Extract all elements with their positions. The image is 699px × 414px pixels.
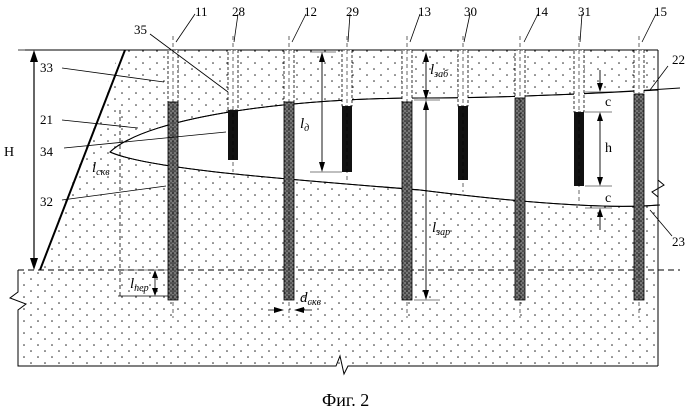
callout-13: 13 [418,4,431,19]
borehole-30 [458,36,468,192]
borehole-13 [402,36,412,318]
borehole-31 [574,36,584,205]
borehole-11 [168,36,178,318]
label-l-skv-sub: скв [96,167,110,178]
callout-11: 11 [195,4,208,19]
callout-21: 21 [40,112,53,127]
callout-12: 12 [304,4,317,19]
callout-23: 23 [672,234,685,249]
callout-14: 14 [535,4,549,19]
label-c-top: c [605,95,611,110]
borehole-12 [284,36,294,318]
borehole-15 [634,36,644,318]
lower-rock-base [18,270,658,366]
callout-15: 15 [654,4,667,19]
callout-33: 33 [40,60,53,75]
borehole-29 [342,36,352,182]
label-l-zar-sub: зар [435,227,450,238]
callout-34: 34 [40,144,54,159]
label-h: h [605,141,612,156]
callout-29: 29 [346,4,359,19]
callout-32: 32 [40,194,53,209]
label-l-per-sub: пер [134,283,148,294]
figure-caption: Фиг. 2 [322,390,369,410]
label-H: H [4,145,14,160]
label-c-bottom: c [605,191,611,206]
borehole-28 [228,36,238,172]
callout-28: 28 [232,4,245,19]
label-l-zab-sub: заб [433,69,449,80]
callout-30: 30 [464,4,477,19]
callout-22: 22 [672,52,685,67]
borehole-14 [515,36,525,318]
callout-35: 35 [134,22,147,37]
label-d-skv-sub: скв [308,297,322,308]
callout-31: 31 [578,4,591,19]
label-l-d-sub: д [304,123,309,134]
